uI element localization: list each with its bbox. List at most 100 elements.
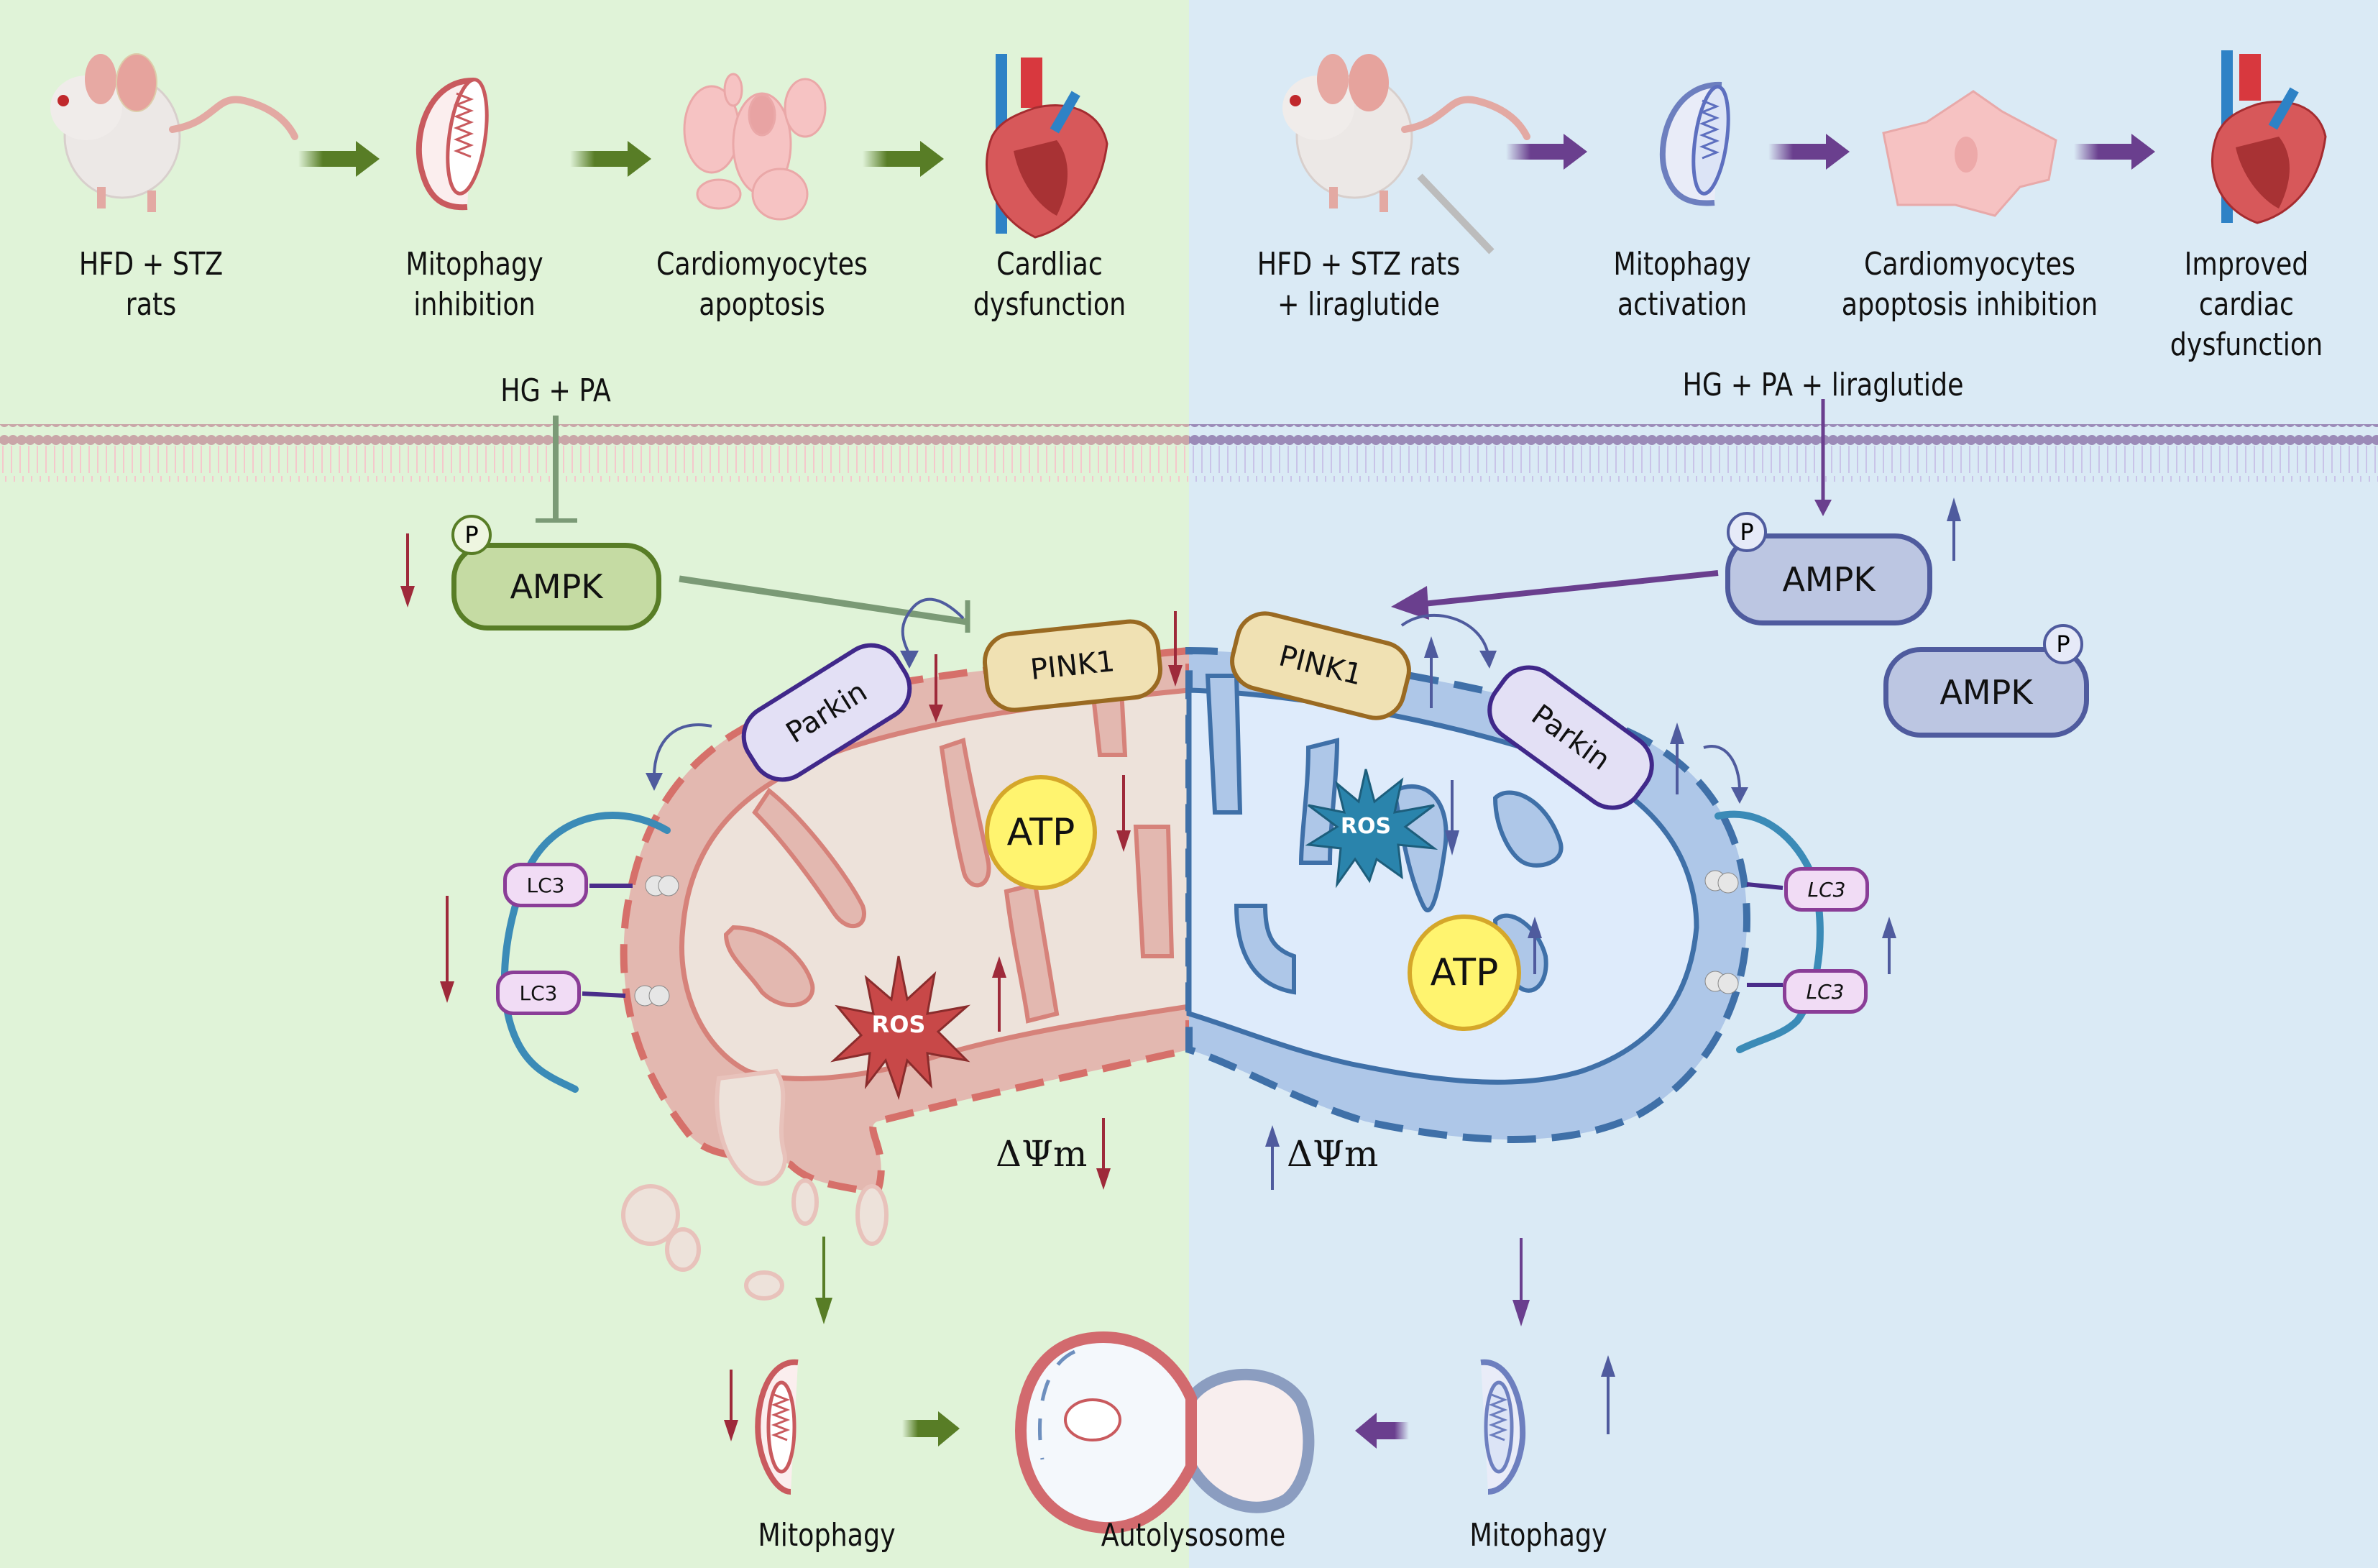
rat-icon — [50, 53, 298, 212]
cell-membrane-left — [0, 424, 1189, 482]
label-line: apoptosis — [699, 286, 825, 323]
trend-arrows-left — [400, 533, 1183, 1441]
arrowhead — [938, 1411, 960, 1446]
trend-arrows-right — [1265, 498, 1961, 1434]
activation-arrowhead — [1814, 500, 1832, 516]
ampk-label: AMPK — [510, 567, 603, 606]
label-line: Cardiomyocytes — [1863, 246, 2076, 283]
parkin-label: Parkin — [780, 674, 873, 751]
lc3-receptor-right-1 — [1704, 870, 1784, 894]
stimulus-label-right: HG + PA + liraglutide — [1682, 367, 1964, 403]
flow-arrow-to-autolysosome-left — [902, 1420, 942, 1437]
label-line: activation — [1617, 286, 1748, 323]
pipeline-arrow-head — [1564, 134, 1587, 170]
mitophagy-icon-right — [1480, 1359, 1526, 1495]
mitophagy-label-right: Mitophagy — [1469, 1517, 1607, 1554]
atp-node-left: ATP — [985, 775, 1097, 890]
ros-label-left: ROS — [871, 1011, 926, 1038]
lc3-node-right-1: LC3 — [1784, 867, 1869, 912]
activation-line-ampk-pink1 — [1423, 570, 1719, 607]
label-line: Mitophagy — [1613, 246, 1751, 283]
phospho-badge: P — [1727, 512, 1767, 552]
arrowhead — [1355, 1413, 1377, 1449]
ampk-label: AMPK — [1939, 673, 2033, 712]
parkin-to-lc3-arrow-right — [1703, 745, 1741, 792]
label-line: dysfunction — [2170, 326, 2323, 363]
pipeline-arrow-head — [920, 141, 944, 177]
lc3-receptor-left-2 — [582, 985, 670, 1007]
lc3-node-left-1: LC3 — [503, 863, 588, 907]
label-line: Improved — [2184, 246, 2309, 283]
label-line: HFD + STZ rats — [1257, 246, 1461, 283]
lc3-node-left-2: LC3 — [496, 971, 581, 1015]
phospho-badge: P — [2043, 624, 2083, 664]
rat-injection-icon — [1282, 54, 1530, 255]
membrane-potential-label-right: ΔΨm — [1287, 1133, 1379, 1175]
healthy-mitochondrion — [1185, 646, 1751, 1143]
autolysosome-icon — [1014, 1331, 1315, 1534]
parkin-to-lc3-arrow-left — [653, 723, 712, 777]
inhibition-line-ampk-pink1 — [679, 575, 968, 625]
arrowhead — [646, 773, 663, 791]
lc3-receptor-left-1 — [589, 875, 679, 897]
label-line: HFD + STZ — [78, 246, 224, 283]
pipeline-label-right-1: HFD + STZ rats+ liraglutide — [1233, 244, 1484, 325]
label-line: inhibition — [413, 286, 536, 323]
ampk-label: AMPK — [1782, 560, 1876, 599]
pipeline-arrow — [2074, 144, 2135, 160]
label-line: Cardliac — [996, 246, 1103, 283]
ros-burst-left — [830, 955, 971, 1101]
ampk-node-right-active: AMPK — [1725, 533, 1932, 625]
membrane-potential-label-left: ΔΨm — [996, 1133, 1088, 1175]
label-line: + liraglutide — [1277, 286, 1440, 323]
pipeline-arrow — [298, 151, 359, 167]
mitochondrial-fragments — [621, 1068, 889, 1301]
heart-icon — [986, 54, 1108, 239]
mitophagy-icon-left — [755, 1359, 799, 1495]
healthy-mitochondrion-icon — [1659, 81, 1730, 206]
pink1-to-parkin-arrow-right — [1400, 614, 1489, 655]
phagophore-right — [1714, 810, 1824, 1053]
ampk-node-left: AMPK — [451, 543, 661, 631]
label-line: Mitophagy — [405, 246, 543, 283]
label-line: apoptosis inhibition — [1841, 286, 2098, 323]
phospho-badge: P — [451, 515, 492, 555]
mitophagy-label-left: Mitophagy — [758, 1517, 896, 1554]
damaged-mitochondrion — [620, 646, 1193, 1198]
cell-membrane-right — [1189, 424, 2378, 482]
label-line: Cardiomyocytes — [656, 246, 868, 283]
pipeline-arrow — [570, 151, 631, 167]
arrowhead — [1479, 651, 1497, 669]
pipeline-arrow — [1768, 144, 1830, 160]
apoptotic-cardiomyocyte-icon — [683, 73, 827, 221]
arrowhead — [1731, 787, 1748, 804]
flow-arrow-to-autolysosome-right — [1373, 1422, 1409, 1439]
arrowhead — [1512, 1300, 1530, 1326]
damaged-mitochondrion-icon — [416, 77, 489, 211]
pipeline-arrow — [1506, 144, 1567, 160]
cardiomyocyte-nucleus — [1955, 137, 1978, 173]
syringe-icon — [1417, 173, 1495, 255]
ros-label-right: ROS — [1340, 814, 1392, 839]
pink1-label: PINK1 — [1029, 644, 1116, 687]
lc3-node-right-2: LC3 — [1783, 969, 1868, 1014]
pipeline-arrow-head — [2131, 134, 2155, 170]
heart-icon — [2211, 50, 2327, 224]
pipeline-arrow — [863, 151, 924, 167]
stimulus-label-left: HG + PA — [500, 372, 611, 409]
arrowhead — [900, 651, 919, 669]
lc3-receptor-right-2 — [1704, 971, 1783, 994]
ros-burst-right — [1305, 769, 1438, 889]
pink1-label: PINK1 — [1275, 639, 1366, 692]
label-line: rats — [125, 286, 177, 323]
phagophore-left — [500, 812, 671, 1093]
pipeline-arrow-head — [356, 141, 380, 177]
label-line: cardiac — [2198, 286, 2295, 323]
label-line: dysfunction — [973, 286, 1126, 323]
activation-arrowhead — [1391, 586, 1429, 620]
